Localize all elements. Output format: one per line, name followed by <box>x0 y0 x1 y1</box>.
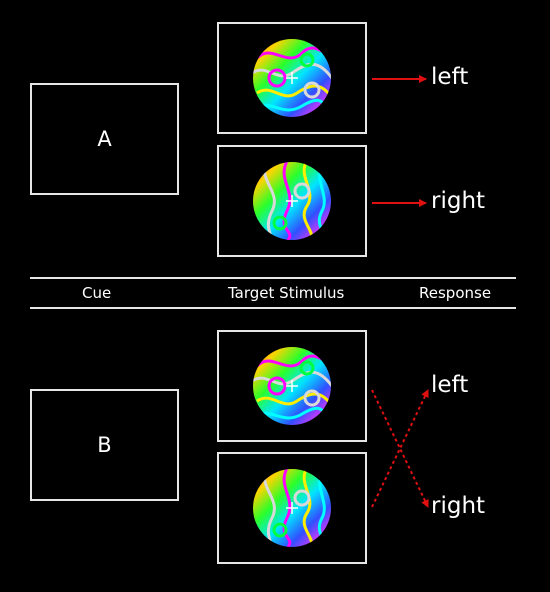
cue-label-a: A <box>97 127 112 151</box>
response-right-a: right <box>431 188 486 214</box>
cue-label-b: B <box>97 433 112 457</box>
stimulus-box-b-top <box>217 330 367 442</box>
response-left-b: left <box>431 372 469 398</box>
column-label-target: Target Stimulus <box>228 284 345 302</box>
cue-box-a: A <box>30 83 179 195</box>
column-label-cue: Cue <box>82 284 112 302</box>
column-label-response: Response <box>419 284 492 302</box>
stimulus-box-b-bottom <box>217 452 367 564</box>
response-right-b: right <box>431 493 486 519</box>
cue-box-b: B <box>30 389 179 501</box>
divider-bottom <box>30 307 516 309</box>
response-left-a: left <box>431 64 469 90</box>
stimulus-box-a-top <box>217 22 367 134</box>
divider-top <box>30 277 516 279</box>
arrow-b-cross-down <box>371 389 429 508</box>
arrow-b-cross-up <box>371 389 429 508</box>
stimulus-box-a-bottom <box>217 145 367 257</box>
